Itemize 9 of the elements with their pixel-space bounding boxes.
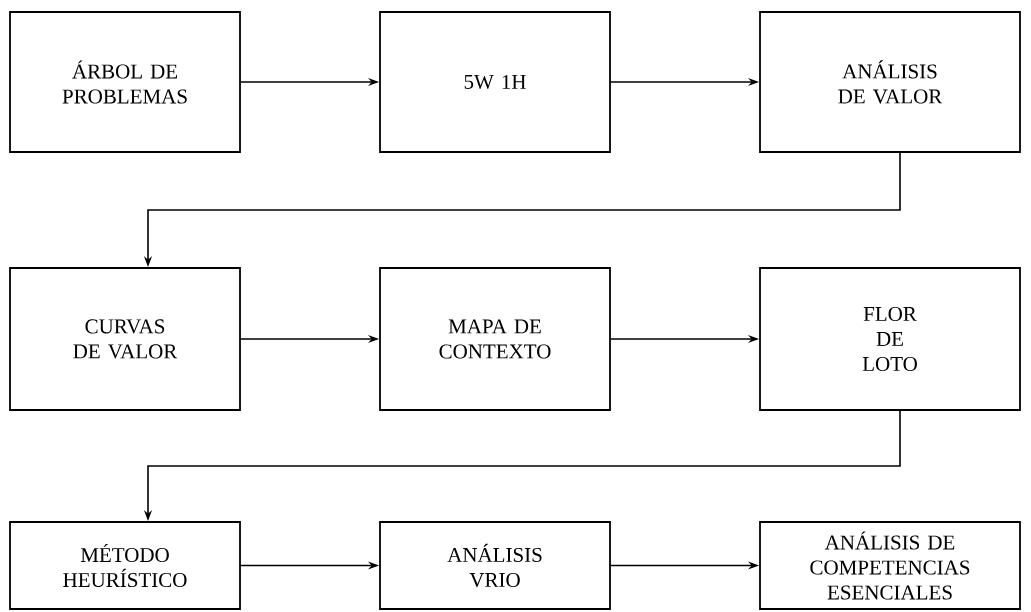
process-box: FLOR DE LOTO	[759, 267, 1021, 411]
process-box: ANÁLISIS DE VALOR	[759, 11, 1021, 153]
process-box: ÁRBOL DE PROBLEMAS	[9, 11, 241, 153]
process-box: 5W 1H	[379, 11, 611, 153]
process-box: MÉTODO HEURÍSTICO	[9, 521, 241, 610]
process-box: CURVAS DE VALOR	[9, 267, 241, 411]
process-box: ANÁLISIS VRIO	[379, 521, 611, 610]
process-box: MAPA DE CONTEXTO	[379, 267, 611, 411]
process-box: ANÁLISIS DE COMPETENCIAS ESENCIALES	[759, 521, 1021, 610]
